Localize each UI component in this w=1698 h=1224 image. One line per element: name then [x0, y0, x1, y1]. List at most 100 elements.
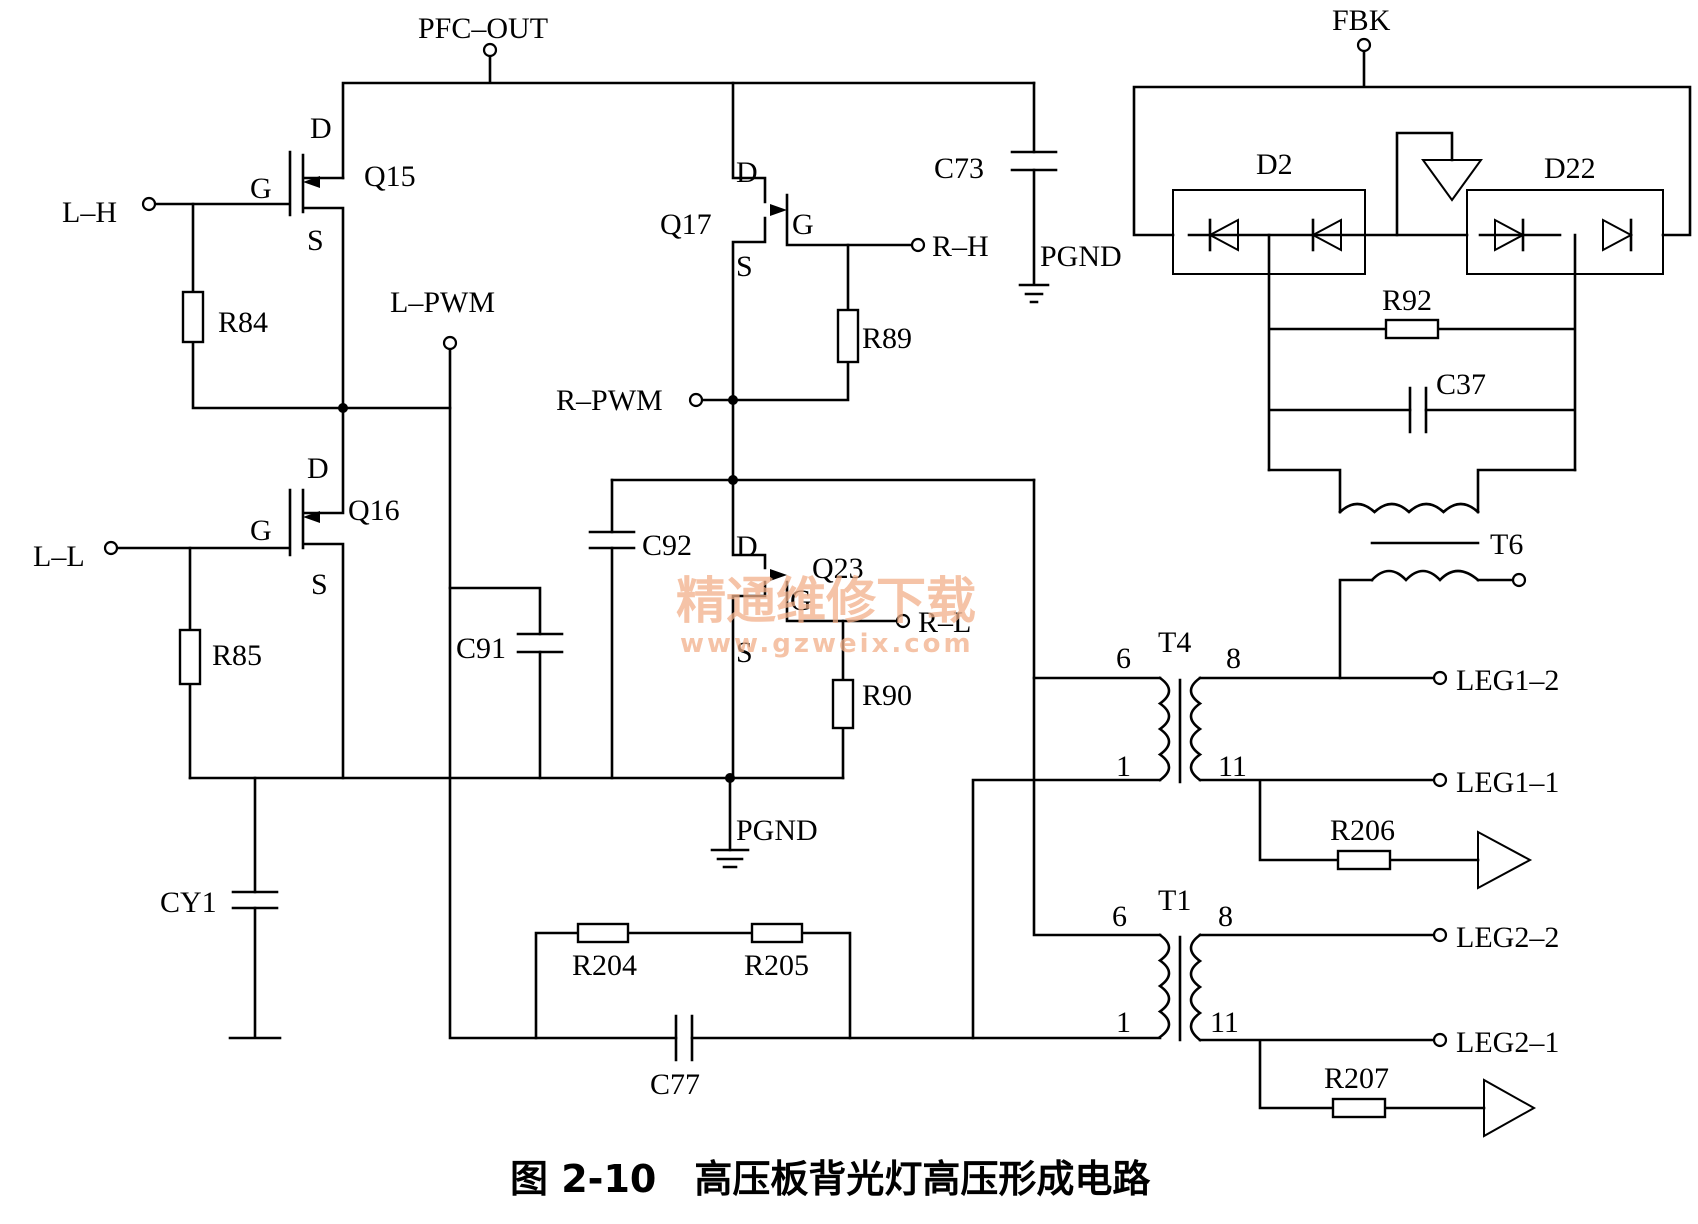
leg2-2-terminal	[1432, 927, 1448, 943]
q23-source-pin: S	[736, 636, 753, 669]
fbk-terminal	[1356, 37, 1372, 53]
leg1-2-label: LEG1–2	[1456, 664, 1559, 697]
leg2-1-label: LEG2–1	[1456, 1026, 1559, 1059]
capacitors	[231, 150, 1428, 1062]
leg1-1-label: LEG1–1	[1456, 766, 1559, 799]
t1-pin-11: 11	[1210, 1006, 1239, 1039]
r-l-label: R–L	[918, 606, 971, 639]
q15-label: Q15	[364, 160, 416, 193]
diode-packages	[1172, 159, 1664, 275]
r206-body	[1336, 849, 1392, 871]
c77-label: C77	[650, 1068, 700, 1101]
q17-source-pin: S	[736, 250, 753, 283]
q15-gate-pin: G	[250, 172, 272, 205]
q15-source-pin: S	[307, 224, 324, 257]
r84-label: R84	[218, 306, 268, 339]
t1-primary-coil	[1157, 933, 1171, 1039]
r92-label: R92	[1382, 284, 1432, 317]
leg2-2-label: LEG2–2	[1456, 921, 1559, 954]
t1-pin-6: 6	[1112, 900, 1127, 933]
t6-primary-coil	[1338, 502, 1480, 514]
resistors	[178, 290, 1440, 1119]
r-h-label: R–H	[932, 230, 989, 263]
buffers	[1477, 830, 1537, 1138]
terminals	[103, 37, 1527, 1048]
l-pwm-label: L–PWM	[390, 286, 495, 319]
t4-pin-1: 1	[1116, 750, 1131, 783]
r206-output-triangle	[1477, 830, 1533, 890]
t6-label: T6	[1490, 528, 1523, 561]
leg1-1-terminal	[1432, 772, 1448, 788]
t4-pin-8: 8	[1226, 642, 1241, 675]
junction-dot	[728, 395, 738, 405]
d22-label: D22	[1544, 152, 1596, 185]
pgnd-mid-label: PGND	[736, 814, 818, 847]
junction-dot	[728, 475, 738, 485]
pgnd-top-label: PGND	[1040, 240, 1122, 273]
c92-plates	[588, 530, 636, 550]
junctions	[338, 395, 738, 783]
r206-label: R206	[1330, 814, 1395, 847]
c37-label: C37	[1436, 368, 1486, 401]
q23-arrow	[770, 569, 787, 581]
c73-plates	[1010, 150, 1058, 172]
r-pwm-label: R–PWM	[556, 384, 663, 417]
r205-label: R205	[744, 949, 809, 982]
r89-body	[836, 308, 860, 364]
d22-diode-left	[1494, 218, 1526, 252]
t4-pin-11: 11	[1218, 750, 1247, 783]
fbk-label: FBK	[1332, 4, 1391, 37]
labels: PFC–OUT FBK L–H L–L L–PWM R–PWM R–H R–L …	[33, 4, 1596, 1101]
d22-package	[1466, 189, 1664, 275]
r-pwm-terminal	[688, 392, 704, 408]
r84-body	[181, 290, 205, 344]
l-h-label: L–H	[62, 196, 117, 229]
transformers	[1157, 502, 1480, 1042]
c92-label: C92	[642, 529, 692, 562]
q23-drain-pin: D	[736, 530, 758, 563]
l-l-terminal	[103, 540, 119, 556]
q16-source-pin: S	[311, 568, 328, 601]
t4-label: T4	[1158, 626, 1191, 659]
q17-gate-pin: G	[792, 208, 814, 241]
r205-body	[750, 922, 804, 944]
t1-pin-8: 8	[1218, 900, 1233, 933]
q15-drain-pin: D	[310, 112, 332, 145]
r-l-terminal	[895, 613, 911, 629]
r-h-terminal	[910, 237, 926, 253]
q17-drain-pin: D	[736, 156, 758, 189]
cy1-label: CY1	[160, 886, 217, 919]
q15-arrow	[303, 176, 320, 188]
q23-label: Q23	[812, 552, 864, 585]
d2-label: D2	[1256, 148, 1293, 181]
r207-label: R207	[1324, 1062, 1389, 1095]
figure-caption: 图 2-10 高压板背光灯高压形成电路	[510, 1157, 1151, 1201]
d2-diode-left	[1207, 218, 1239, 252]
r92-body	[1384, 318, 1440, 340]
d2-package	[1172, 189, 1366, 275]
r90-body	[831, 678, 855, 730]
r85-label: R85	[212, 639, 262, 672]
watermark-text: 精通维修下载	[676, 572, 976, 630]
r89-label: R89	[862, 322, 912, 355]
q17-label: Q17	[660, 208, 712, 241]
l-pwm-terminal	[442, 335, 458, 351]
r207-output-triangle	[1483, 1078, 1537, 1138]
c73-label: C73	[934, 152, 984, 185]
ground-triangle	[1421, 159, 1483, 202]
c77-plates	[674, 1014, 694, 1062]
t6-terminal	[1511, 572, 1527, 588]
wires	[109, 50, 1692, 1110]
l-h-terminal	[141, 196, 157, 212]
watermark-url: www.gzweix.com	[680, 629, 974, 659]
q23-gate-pin: G	[790, 584, 812, 617]
junction-dot	[338, 403, 348, 413]
watermark: 精通维修下载 www.gzweix.com	[676, 572, 976, 659]
junction-dot	[725, 773, 735, 783]
t4-secondary-coil	[1189, 676, 1203, 782]
leg2-1-terminal	[1432, 1032, 1448, 1048]
cy1-plates	[231, 890, 279, 910]
c91-label: C91	[456, 632, 506, 665]
c37-plates	[1408, 386, 1428, 434]
